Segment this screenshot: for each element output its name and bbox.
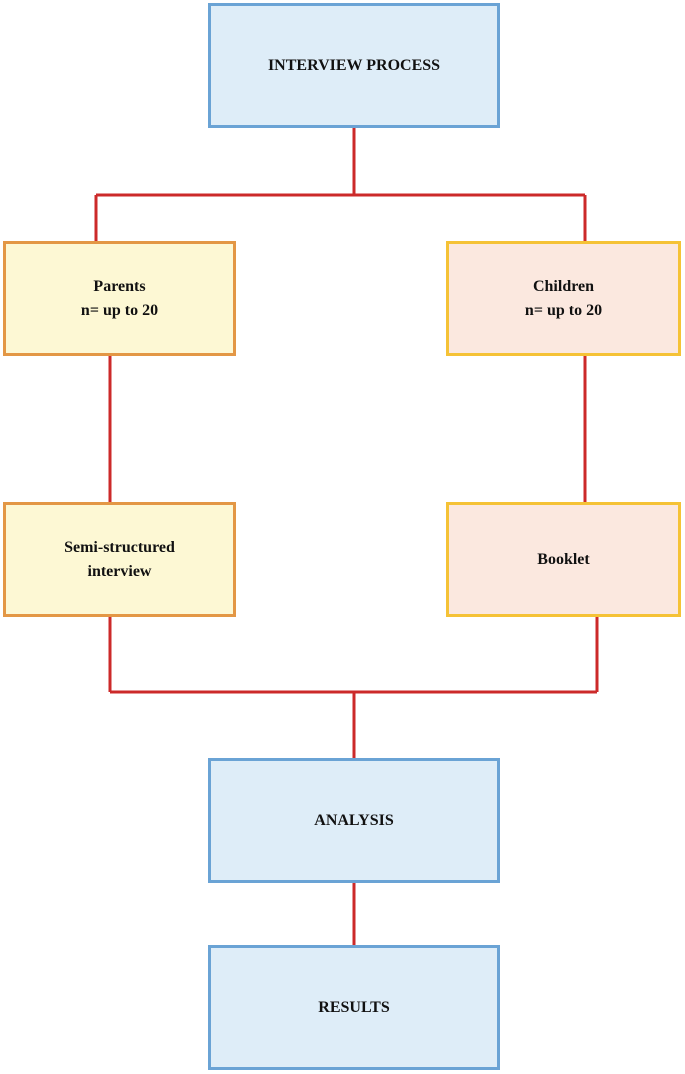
booklet-label: Booklet [537, 550, 590, 568]
booklet-box: Booklet [446, 502, 681, 617]
parents-label: Parents [93, 277, 146, 295]
results-box: RESULTS [208, 945, 500, 1070]
parents-box: Parents n= up to 20 [3, 241, 236, 356]
analysis-label: ANALYSIS [314, 811, 394, 829]
children-count: n= up to 20 [524, 301, 603, 319]
children-label: Children [532, 277, 595, 295]
interview-process-label: INTERVIEW PROCESS [267, 56, 441, 74]
parents-count: n= up to 20 [80, 301, 159, 319]
semi-structured-interview-box: Semi-structured interview [3, 502, 236, 617]
children-box: Children n= up to 20 [446, 241, 681, 356]
results-label: RESULTS [318, 998, 390, 1016]
analysis-box: ANALYSIS [208, 758, 500, 883]
interview-process-box: INTERVIEW PROCESS [208, 3, 500, 128]
semi-structured-label: Semi-structured [64, 538, 175, 556]
interview-label: interview [87, 562, 152, 580]
